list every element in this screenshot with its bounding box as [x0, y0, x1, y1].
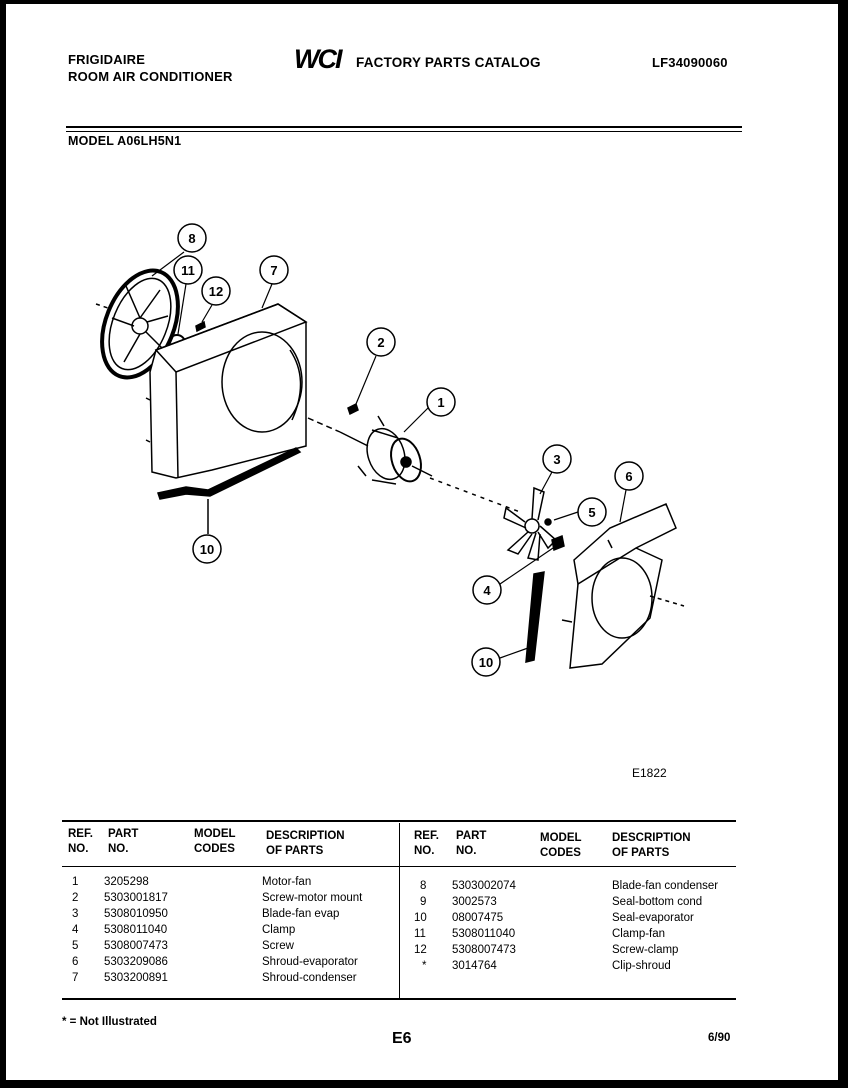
seal-bottom-condenser: [157, 447, 302, 534]
logo-text: WCI: [294, 44, 343, 74]
callout-7: 7: [259, 255, 289, 309]
header-ref-right: REF.NO.: [414, 830, 439, 857]
svg-text:10: 10: [200, 542, 214, 557]
diagram-art: [95, 268, 685, 669]
callout-10-upper: 10: [192, 534, 222, 564]
svg-text:1: 1: [437, 395, 444, 410]
screw-clamp: [195, 320, 206, 333]
exploded-parts-diagram: 8 11 12 7 2 1 10: [95, 223, 685, 677]
callout-12: 12: [201, 276, 231, 323]
fan-motor: [307, 415, 433, 485]
seal-evaporator: [525, 571, 545, 663]
date-code: 6/90: [708, 1032, 731, 1044]
condenser-shroud: [145, 303, 308, 479]
svg-text:12: 12: [209, 284, 223, 299]
evaporator-fan-blade: [503, 486, 558, 561]
header-rule: [66, 126, 742, 128]
header-rule-thin: [66, 131, 742, 132]
wci-logo: WCI: [294, 44, 345, 74]
svg-text:7: 7: [270, 263, 277, 278]
brand-name: FRIGIDAIRE: [68, 52, 146, 67]
page-border-right: [838, 0, 848, 1088]
callout-6: 6: [614, 461, 644, 523]
header-ref-left: REF.NO.: [68, 828, 93, 855]
product-type: ROOM AIR CONDITIONER: [68, 69, 233, 84]
callout-2: 2: [355, 327, 396, 405]
callout-11: 11: [173, 255, 203, 335]
footnote: * = Not Illustrated: [62, 1016, 157, 1028]
svg-text:3: 3: [553, 452, 560, 467]
table-divider: [399, 823, 400, 998]
page-border-left: [0, 0, 6, 1088]
model-number: MODEL A06LH5N1: [68, 134, 182, 148]
callout-8: 8: [151, 223, 207, 277]
figure-id: E1822: [632, 766, 667, 780]
table-top-rule: [62, 820, 736, 822]
page-border-bottom: [0, 1080, 848, 1088]
page-border-top: [0, 0, 848, 4]
callout-1: 1: [403, 387, 456, 433]
svg-text:2: 2: [377, 335, 384, 350]
svg-text:11: 11: [181, 263, 195, 278]
screw-motor-mount: [347, 402, 359, 416]
table-bottom-rule: [62, 998, 736, 1000]
svg-text:10: 10: [479, 655, 493, 670]
callout-10-lower: 10: [471, 647, 529, 677]
svg-text:8: 8: [188, 231, 195, 246]
svg-text:5: 5: [588, 505, 595, 520]
evaporator-shroud: [561, 503, 685, 669]
catalog-title: FACTORY PARTS CATALOG: [356, 55, 541, 70]
catalog-number: LF34090060: [652, 55, 728, 70]
svg-text:6: 6: [625, 469, 632, 484]
page-number: E6: [392, 1030, 412, 1047]
callout-4: 4: [472, 545, 557, 605]
svg-text:4: 4: [483, 583, 491, 598]
callout-bubbles: 8 11 12 7 2 1 10: [151, 223, 644, 677]
screw: [544, 518, 552, 526]
callout-3: 3: [539, 444, 572, 495]
callout-5: 5: [553, 497, 607, 527]
